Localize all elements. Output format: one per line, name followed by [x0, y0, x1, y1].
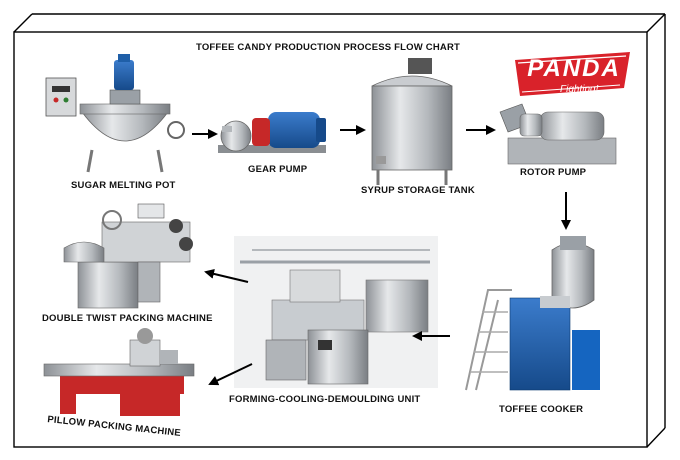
- syrup-storage-tank-icon: [372, 58, 452, 185]
- toffee-cooker-icon: [466, 236, 600, 390]
- step-label-sugar-melting-pot: SUGAR MELTING POT: [71, 180, 176, 191]
- step-label-double-twist-packing: DOUBLE TWIST PACKING MACHINE: [42, 313, 213, 324]
- step-label-gear-pump: GEAR PUMP: [248, 164, 307, 175]
- chart-title: TOFFEE CANDY PRODUCTION PROCESS FLOW CHA…: [196, 42, 460, 53]
- rotor-pump-icon: [500, 104, 616, 164]
- double-twist-packing-icon: [64, 204, 193, 308]
- brand-name: PANDA: [522, 53, 626, 85]
- step-label-syrup-storage-tank: SYRUP STORAGE TANK: [361, 185, 475, 196]
- step-label-forming-cooling-demoulding: FORMING-COOLING-DEMOULDING UNIT: [229, 394, 420, 405]
- forming-cooling-demoulding-icon: [234, 236, 438, 388]
- step-label-rotor-pump: ROTOR PUMP: [520, 167, 586, 178]
- pillow-packing-icon: [44, 328, 194, 416]
- step-label-toffee-cooker: TOFFEE COOKER: [499, 404, 583, 415]
- sugar-melting-pot-icon: [46, 54, 184, 172]
- brand-tagline: Fighting!: [560, 84, 598, 95]
- gear-pump-icon: [218, 112, 326, 153]
